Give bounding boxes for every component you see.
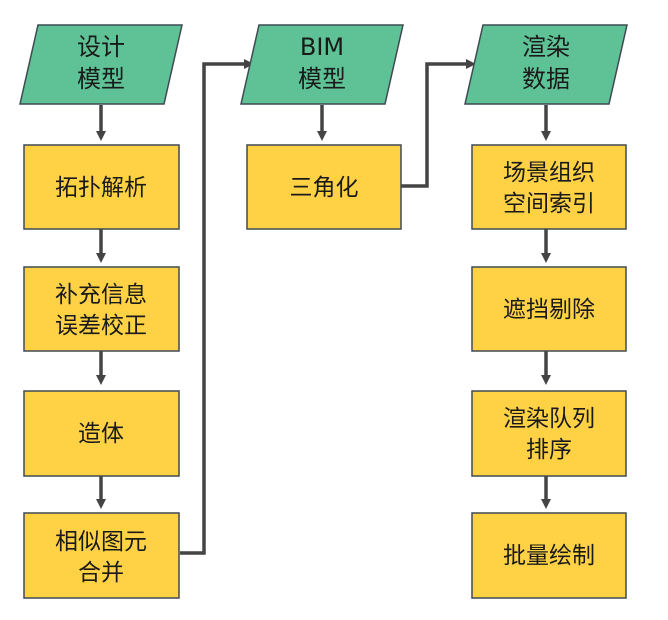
- io-render-data-line2: 数据: [522, 65, 570, 93]
- process-batch-draw: 批量绘制: [471, 512, 627, 599]
- process-render-queue-line1: 渲染队列: [503, 406, 595, 432]
- process-topology-parse: 拓扑解析: [23, 144, 180, 230]
- process-merge-line1: 相似图元: [55, 529, 147, 555]
- column-2: BIM 模型 三角化: [240, 24, 404, 230]
- arrow-triangulate-to-render: [401, 59, 476, 188]
- io-design-model: 设计 模型: [19, 24, 183, 105]
- column-1: 设计 模型 拓扑解析 补充信息 误差校正 造体 相似图元 合并: [19, 24, 183, 599]
- process-scene-index: 场景组织 空间索引: [471, 144, 627, 230]
- process-topology-parse-label: 拓扑解析: [55, 175, 147, 201]
- process-triangulate-label: 三角化: [290, 175, 359, 201]
- process-merge-primitives: 相似图元 合并: [23, 512, 180, 599]
- process-batch-draw-label: 批量绘制: [503, 543, 595, 569]
- process-occlusion-cull: 遮挡剔除: [471, 266, 627, 352]
- connectors: [96, 59, 551, 555]
- io-render-data: 渲染 数据: [464, 24, 628, 105]
- process-merge-line2: 合并: [78, 560, 124, 586]
- arrow-merge-to-bim: [180, 59, 254, 555]
- process-scene-index-line2: 空间索引: [503, 191, 595, 217]
- io-render-data-line1: 渲染: [522, 33, 570, 61]
- process-render-queue-line2: 排序: [526, 437, 572, 463]
- process-supplement-line1: 补充信息: [55, 282, 147, 308]
- column-3: 渲染 数据 场景组织 空间索引 遮挡剔除 渲染队列 排序 批量绘制: [464, 24, 628, 599]
- process-render-queue-sort: 渲染队列 排序: [471, 390, 627, 477]
- process-supplement-correct: 补充信息 误差校正: [23, 266, 180, 352]
- io-bim-model-line1: BIM: [300, 33, 344, 61]
- process-scene-index-line1: 场景组织: [503, 160, 595, 186]
- process-triangulate: 三角化: [246, 144, 402, 230]
- process-occlusion-cull-label: 遮挡剔除: [503, 297, 595, 323]
- process-make-body-label: 造体: [78, 421, 124, 447]
- process-supplement-line2: 误差校正: [55, 313, 147, 339]
- process-make-body: 造体: [23, 390, 180, 477]
- io-design-model-line1: 设计: [77, 33, 125, 61]
- io-bim-model-line2: 模型: [298, 65, 346, 93]
- io-bim-model: BIM 模型: [240, 24, 404, 105]
- io-design-model-line2: 模型: [77, 65, 125, 93]
